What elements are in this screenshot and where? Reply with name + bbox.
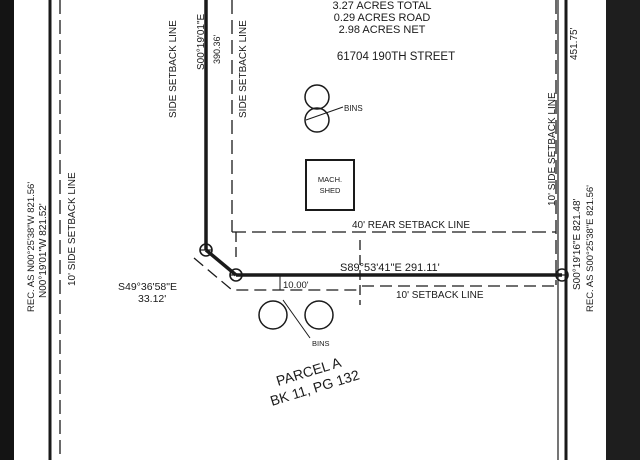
dist-10: 10.00' bbox=[283, 280, 309, 291]
property-address: 61704 190TH STREET bbox=[337, 51, 455, 63]
bin-bottom-1 bbox=[258, 300, 288, 330]
bins-label-bottom: BINS bbox=[312, 339, 330, 348]
bearing-s00-top: S00°19'01"E bbox=[196, 14, 207, 70]
bearing-s89: S89°53'41"E 291.11' bbox=[340, 262, 440, 274]
bins-label-top: BINS bbox=[344, 104, 363, 113]
rec-left: REC. AS N00°25'38"W 821.56' bbox=[26, 182, 37, 312]
bin-bottom-2 bbox=[304, 300, 334, 330]
bin-top-2 bbox=[304, 107, 330, 133]
bins-bottom-leader bbox=[282, 299, 311, 339]
left-dark-margin bbox=[0, 0, 14, 460]
bins-top-leader bbox=[305, 106, 344, 121]
machine-shed bbox=[305, 159, 355, 211]
rec-right: REC. AS S00°25'38"E 821.56' bbox=[585, 185, 596, 312]
setback-10-label: 10' SETBACK LINE bbox=[396, 290, 484, 301]
lower-left-setback-line bbox=[193, 257, 360, 291]
s00-right: S00°19'16"E 821.48' bbox=[572, 198, 583, 290]
dist-390: 390.36' bbox=[212, 34, 222, 64]
side-setback-left-outer: 10' SIDE SETBACK LINE bbox=[67, 172, 78, 286]
dist-33: 33.12' bbox=[138, 293, 166, 305]
side-setback-right: 10' SIDE SETBACK LINE bbox=[547, 92, 558, 206]
n00-left: N00°19'01"W 821.52' bbox=[38, 203, 49, 298]
bin-top-1 bbox=[304, 84, 330, 110]
shed-label-1: MACH. bbox=[318, 175, 342, 184]
rear-setback-label: 40' REAR SETBACK LINE bbox=[352, 220, 470, 231]
acreage-total: 3.27 ACRES TOTAL bbox=[332, 0, 431, 12]
acreage-road: 0.29 ACRES ROAD bbox=[334, 12, 431, 24]
dist-451: 451.75' bbox=[569, 27, 580, 60]
bearing-s49: S49°36'58"E bbox=[118, 281, 177, 293]
right-dark-margin bbox=[606, 0, 640, 460]
shed-label-2: SHED bbox=[320, 186, 341, 195]
side-setback-left-1: SIDE SETBACK LINE bbox=[168, 20, 179, 118]
side-setback-left-2: SIDE SETBACK LINE bbox=[238, 20, 249, 118]
survey-sheet bbox=[14, 0, 606, 460]
acreage-net: 2.98 ACRES NET bbox=[339, 24, 426, 36]
